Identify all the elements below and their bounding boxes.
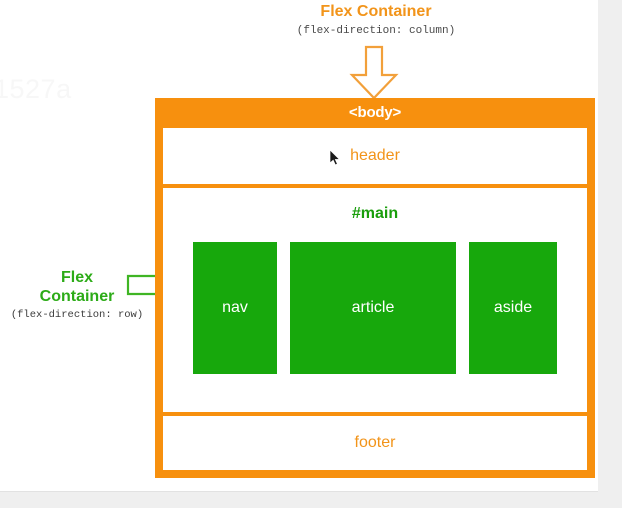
top-annotation-subtitle: (flex-direction: column) xyxy=(296,25,456,37)
header-label: header xyxy=(350,147,400,164)
left-annotation-title-line2: Container xyxy=(39,288,115,305)
body-container-label: <body> xyxy=(348,104,402,121)
page-right-gutter xyxy=(598,0,622,507)
footer-box[interactable]: footer xyxy=(163,416,587,470)
footer-label: footer xyxy=(354,434,396,451)
body-flex-container: <body> header #main nav article aside fo xyxy=(155,98,595,478)
article-box[interactable]: article xyxy=(290,242,456,374)
top-annotation-title: Flex Container xyxy=(320,3,432,20)
main-flex-row: nav article aside xyxy=(193,242,557,374)
aside-label: aside xyxy=(493,299,533,316)
main-label: #main xyxy=(351,205,399,222)
nav-label: nav xyxy=(222,299,248,316)
page-bottom-band xyxy=(0,491,622,508)
main-box[interactable]: #main nav article aside xyxy=(163,188,587,412)
left-annotation: Flex Container (flex-direction: row) xyxy=(8,268,146,322)
nav-box[interactable]: nav xyxy=(193,242,277,374)
top-annotation: Flex Container (flex-direction: column) xyxy=(236,2,516,38)
header-box[interactable]: header xyxy=(163,128,587,184)
arrow-down-outline-icon xyxy=(349,45,399,100)
left-annotation-title-line1: Flex xyxy=(60,269,93,286)
left-annotation-subtitle: (flex-direction: row) xyxy=(10,309,144,321)
article-label: article xyxy=(351,299,395,316)
aside-box[interactable]: aside xyxy=(469,242,557,374)
watermark-text: 1527a xyxy=(0,74,72,104)
page-bottom-white xyxy=(0,480,598,491)
